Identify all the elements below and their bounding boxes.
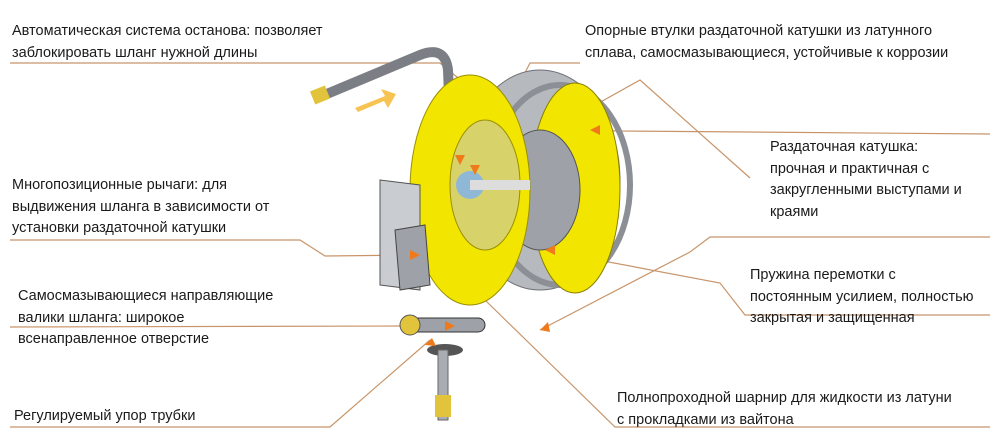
label-line: Опорные втулки раздаточной катушки из ла… xyxy=(585,23,933,39)
label-line: Многопозиционные рычаги: для xyxy=(12,177,228,193)
label-line: закругленными выступами и xyxy=(770,182,962,198)
roller-guide xyxy=(399,314,486,421)
label-line: выдвижения шланга в зависимости от xyxy=(12,198,270,215)
label-bushings: Опорные втулки раздаточной катушки из ла… xyxy=(585,21,948,64)
label-line: установки раздаточной катушки xyxy=(12,220,227,236)
reel-flange xyxy=(409,74,531,306)
label-line: Раздаточная катушка: xyxy=(770,139,919,155)
label-line: краями xyxy=(770,203,819,220)
label-line: валики шланга: широкое xyxy=(18,309,185,326)
label-rollers: Самосмазывающиеся направляющие валики шл… xyxy=(18,286,273,351)
label-line: Регулируемый упор трубки xyxy=(14,408,196,424)
label-line: заблокировать шланг нужной длины xyxy=(12,44,258,61)
label-line: Пружина перемотки с xyxy=(750,267,896,283)
label-tube-stop: Регулируемый упор трубки xyxy=(14,406,195,428)
flow-arrow-icon xyxy=(355,89,396,112)
label-levers: Многопозиционные рычаги: для выдвижения … xyxy=(12,175,269,240)
label-auto-stop: Автоматическая система останова: позволя… xyxy=(12,21,323,64)
label-line: с прокладками из вайтона xyxy=(617,411,794,428)
label-line: всенаправленное отверстие xyxy=(18,331,210,347)
label-reel: Раздаточная катушка: прочная и практична… xyxy=(770,137,962,223)
callout-arrows xyxy=(410,125,600,346)
label-line: Самосмазывающиеся направляющие xyxy=(18,288,274,304)
label-line: постоянным усилием, полностью xyxy=(750,288,974,305)
label-swivel: Полнопроходной шарнир для жидкости из ла… xyxy=(617,388,952,431)
label-line: прочная и практичная с xyxy=(770,160,930,177)
label-line: закрытая и защищенная xyxy=(750,310,915,326)
label-line: Автоматическая система останова: позволя… xyxy=(12,23,323,39)
label-spring: Пружина перемотки с постоянным усилием, … xyxy=(750,265,974,330)
inlet-hose xyxy=(309,47,455,125)
label-line: Полнопроходной шарнир для жидкости из ла… xyxy=(617,390,952,406)
label-line: сплава, самосмазывающиеся, устойчивые к … xyxy=(585,44,949,61)
